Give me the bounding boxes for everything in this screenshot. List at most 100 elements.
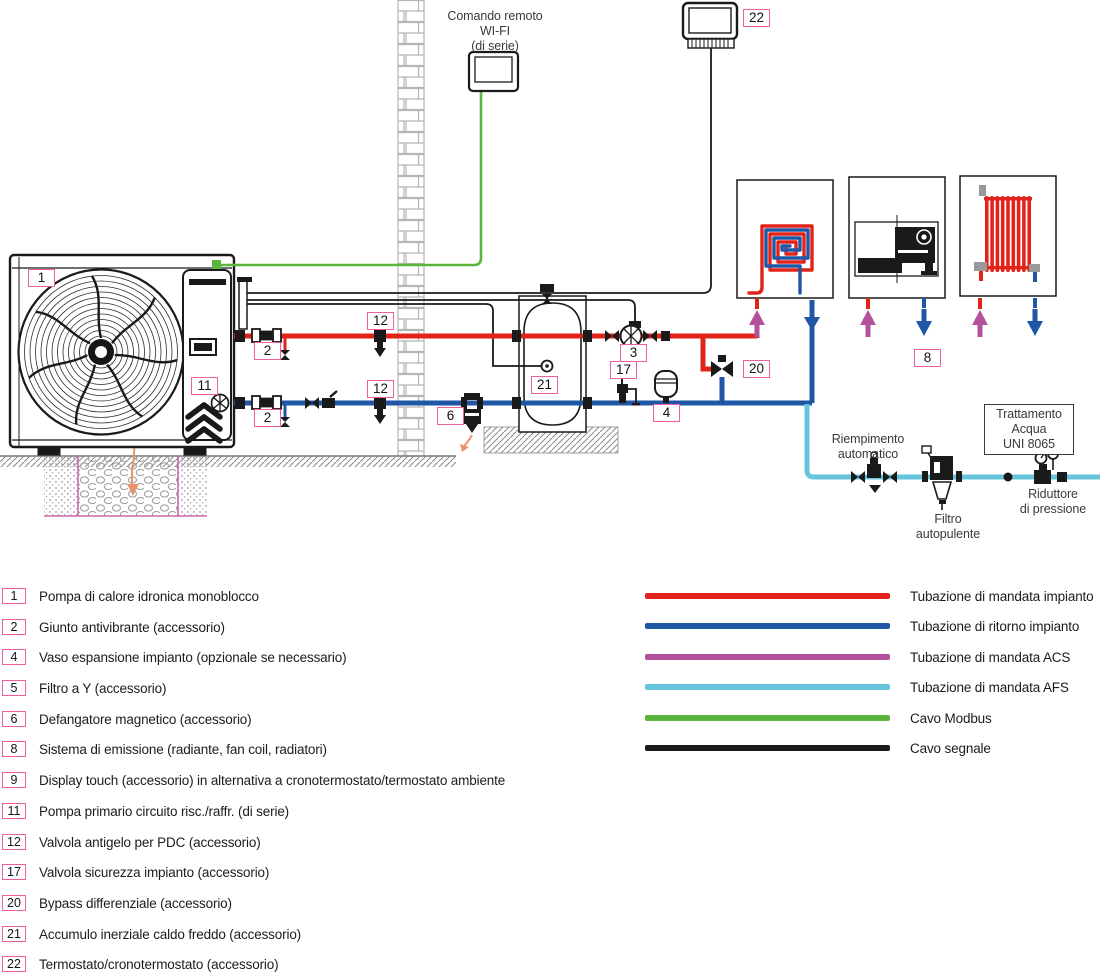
legend-item-label: Accumulo inerziale caldo freddo (accesso… bbox=[39, 926, 302, 942]
legend-item-label: Display touch (accessorio) in alternativ… bbox=[39, 772, 506, 788]
legend-item-number: 1 bbox=[2, 588, 26, 604]
tag-antifreeze-supply: 12 bbox=[367, 312, 394, 330]
legend-line: Cavo Modbus bbox=[645, 709, 992, 727]
legend-line: Tubazione di mandata AFS bbox=[645, 678, 1069, 696]
legend-line: Tubazione di mandata impianto bbox=[645, 587, 1094, 605]
line-swatch-signal bbox=[645, 745, 890, 751]
legend-item-number: 12 bbox=[2, 834, 26, 850]
primary-pump-icon bbox=[210, 393, 230, 413]
legend-item-label: Filtro a Y (accessorio) bbox=[39, 680, 167, 696]
tag-antifreeze-return: 12 bbox=[367, 380, 394, 398]
line-swatch-return bbox=[645, 623, 890, 629]
fan-icon bbox=[17, 268, 185, 436]
wifi-remote-label: Comando remoto WI-FI (di serie) bbox=[447, 9, 543, 53]
pressure-reducer-label: Riduttore di pressione bbox=[1019, 487, 1087, 516]
legend-line-label: Tubazione di mandata impianto bbox=[910, 588, 1094, 604]
legend-item: 9 Display touch (accessorio) in alternati… bbox=[2, 771, 505, 789]
brick-wall bbox=[397, 0, 425, 457]
legend-item-label: Valvola sicurezza impianto (accessorio) bbox=[39, 864, 270, 880]
afs-pipe bbox=[804, 404, 1100, 480]
legend-item-number: 9 bbox=[2, 772, 26, 788]
tag-emission-system: 8 bbox=[914, 349, 941, 367]
condensate-drain-arrow bbox=[127, 484, 139, 496]
tag-valve-3: 3 bbox=[620, 344, 647, 362]
line-swatch-acs bbox=[645, 654, 890, 660]
bypass-valve bbox=[711, 355, 733, 377]
legend-item-label: Defangatore magnetico (accessorio) bbox=[39, 711, 252, 727]
line-swatch-modbus bbox=[645, 715, 890, 721]
legend-item: 20 Bypass differenziale (accessorio) bbox=[2, 894, 232, 912]
magnetic-dirt-separator bbox=[460, 393, 483, 452]
legend-item-number: 4 bbox=[2, 649, 26, 665]
legend-line: Tubazione di mandata ACS bbox=[645, 648, 1070, 666]
pipe-components bbox=[210, 284, 1067, 510]
legend-item-number: 21 bbox=[2, 926, 26, 942]
legend-item: 4 Vaso espansione impianto (opzionale se … bbox=[2, 648, 347, 666]
heat-pump-unit bbox=[8, 253, 252, 456]
expansion-vessel bbox=[654, 370, 678, 403]
legend-item: 22 Termostato/cronotermostato (accessorio… bbox=[2, 955, 279, 972]
legend-item: 12 Valvola antigelo per PDC (accessorio) bbox=[2, 833, 261, 851]
legend-item-label: Giunto antivibrante (accessorio) bbox=[39, 619, 225, 635]
legend-item-number: 20 bbox=[2, 895, 26, 911]
air-vent bbox=[540, 284, 554, 304]
ground-foundation bbox=[0, 429, 456, 517]
legend-line-label: Tubazione di mandata ACS bbox=[910, 649, 1071, 665]
tag-primary-pump: 11 bbox=[191, 377, 218, 395]
tag-bypass: 20 bbox=[743, 360, 770, 378]
line-swatch-afs bbox=[645, 684, 890, 690]
legend-item: 21 Accumulo inerziale caldo freddo (acces… bbox=[2, 925, 301, 943]
y-filter bbox=[305, 390, 338, 409]
legend-item: 5 Filtro a Y (accessorio) bbox=[2, 679, 167, 697]
legend-item-label: Pompa di calore idronica monoblocco bbox=[39, 588, 259, 604]
tag-joint-supply: 2 bbox=[254, 342, 281, 360]
tag-dirt-separator: 6 bbox=[437, 407, 464, 425]
legend-item-label: Sistema di emissione (radiante, fan coil… bbox=[39, 741, 327, 757]
line-swatch-supply bbox=[645, 593, 890, 599]
legend-line-label: Cavo segnale bbox=[910, 740, 991, 756]
wifi-remote-display bbox=[467, 50, 520, 93]
tag-expansion-vessel: 4 bbox=[653, 404, 680, 422]
legend-item-number: 5 bbox=[2, 680, 26, 696]
legend-item-label: Valvola antigelo per PDC (accessorio) bbox=[39, 834, 261, 850]
legend-item-number: 6 bbox=[2, 711, 26, 727]
thermostat-display bbox=[681, 1, 739, 49]
legend-item-label: Vaso espansione impianto (opzionale se n… bbox=[39, 649, 347, 665]
water-treatment-box: Trattamento Acqua UNI 8065 bbox=[984, 404, 1074, 455]
legend-line: Tubazione di ritorno impianto bbox=[645, 617, 1079, 635]
diagram-canvas bbox=[0, 0, 1100, 517]
radiator-icon bbox=[974, 185, 1040, 282]
auto-filling-group bbox=[851, 451, 897, 493]
tag-heat-pump: 1 bbox=[28, 269, 55, 287]
antifreeze-valve-supply bbox=[374, 330, 386, 357]
modbus-cable bbox=[212, 91, 483, 269]
fan-coil-icon bbox=[854, 215, 939, 283]
self-cleaning-filter bbox=[921, 445, 962, 510]
legend-line: Cavo segnale bbox=[645, 739, 991, 757]
legend-item-number: 11 bbox=[2, 803, 26, 819]
radiant-floor-icon bbox=[747, 224, 814, 295]
tag-thermostat: 22 bbox=[743, 9, 770, 27]
auto-filling-label: Riempimento automatico bbox=[831, 432, 905, 461]
signal-cables bbox=[247, 48, 712, 367]
legend-item-number: 8 bbox=[2, 741, 26, 757]
emission-arrows bbox=[749, 298, 1043, 337]
legend-item: 17 Valvola sicurezza impianto (accessorio… bbox=[2, 863, 269, 881]
legend-item-label: Bypass differenziale (accessorio) bbox=[39, 895, 232, 911]
legend-item-label: Termostato/cronotermostato (accessorio) bbox=[39, 956, 279, 972]
tag-buffer-tank: 21 bbox=[531, 376, 558, 394]
legend-item: 6 Defangatore magnetico (accessorio) bbox=[2, 710, 252, 728]
legend-item: 8 Sistema di emissione (radiante, fan coi… bbox=[2, 740, 327, 758]
legend-item-number: 22 bbox=[2, 956, 26, 972]
legend-item-number: 2 bbox=[2, 619, 26, 635]
legend-line-label: Tubazione di mandata AFS bbox=[910, 679, 1069, 695]
antifreeze-valve-return bbox=[374, 397, 386, 424]
legend-item: 2 Giunto antivibrante (accessorio) bbox=[2, 618, 225, 636]
tag-joint-return: 2 bbox=[254, 409, 281, 427]
tag-safety-valve: 17 bbox=[610, 361, 637, 379]
legend-item-number: 17 bbox=[2, 864, 26, 880]
legend-line-label: Cavo Modbus bbox=[910, 710, 992, 726]
